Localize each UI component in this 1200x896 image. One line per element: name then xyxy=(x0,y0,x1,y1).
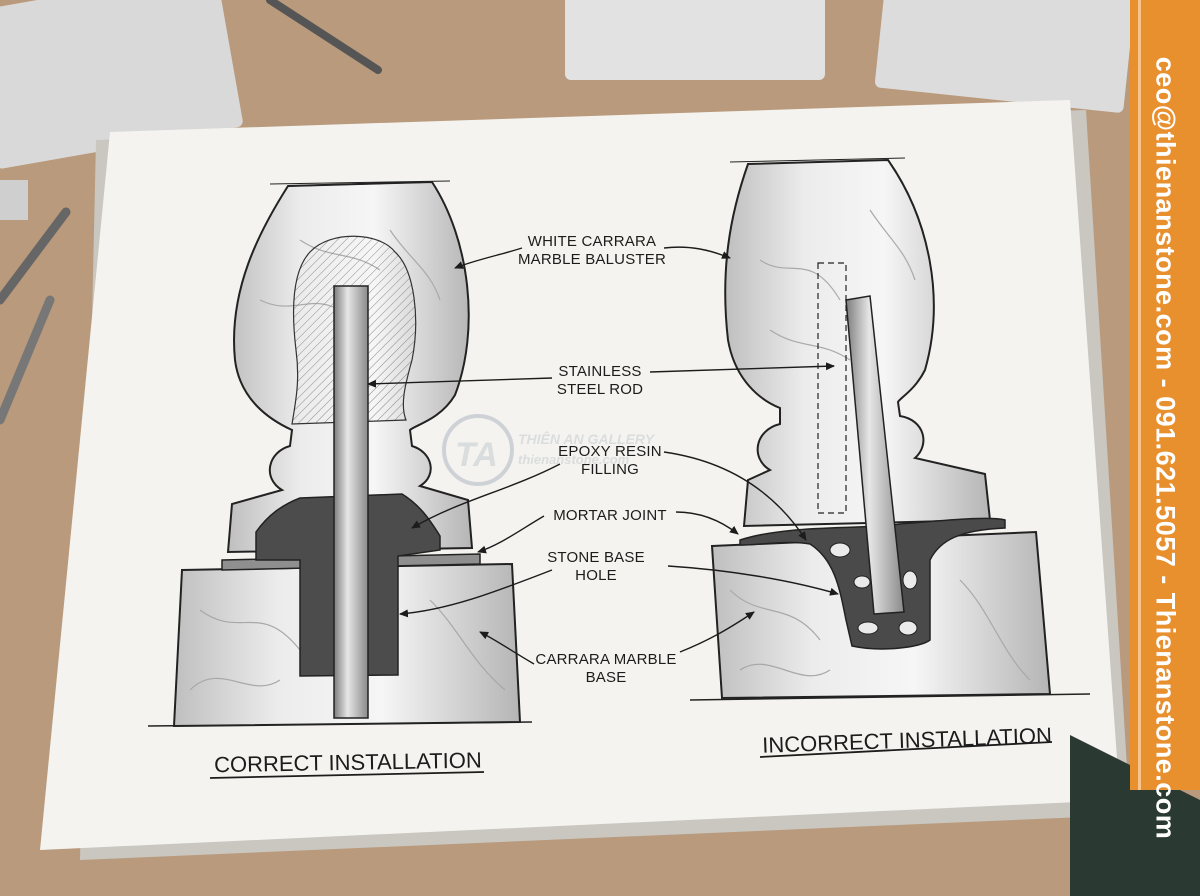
watermark-logo: TA THIÊN AN GALLERY thienanstone.com xyxy=(442,414,656,486)
label-epoxy-line1: EPOXY RESIN xyxy=(558,443,662,460)
stainless-steel-rod xyxy=(333,285,369,719)
watermark-brand: THIÊN AN GALLERY xyxy=(518,430,656,447)
label-base-line1: CARRARA MARBLE xyxy=(535,651,676,668)
contact-banner-text: ceo@thienanstone.com - 091.621.5057 - Th… xyxy=(1150,56,1181,840)
contact-banner: ceo@thienanstone.com - 091.621.5057 - Th… xyxy=(1130,0,1200,896)
pencil xyxy=(0,295,55,425)
brand-corner-shape xyxy=(1070,735,1200,896)
label-hole-line1: STONE BASE xyxy=(547,549,645,566)
label-epoxy-line2: FILLING xyxy=(581,461,639,478)
void-bubble xyxy=(898,620,918,636)
label-rod-line2: STEEL ROD xyxy=(557,381,643,398)
misaligned-steel-rod xyxy=(845,295,905,615)
label-mortar: MORTAR JOINT xyxy=(553,507,667,524)
void-bubble xyxy=(902,570,918,590)
void-bubble xyxy=(853,575,871,589)
void-bubble xyxy=(857,621,879,635)
label-rod-line1: STAINLESS xyxy=(558,363,641,380)
pencil xyxy=(0,207,71,305)
watermark-letters: TA xyxy=(455,436,498,474)
caption-underline xyxy=(209,771,485,779)
correct-installation-drawing xyxy=(147,180,533,728)
pencil xyxy=(266,0,382,74)
marble-sample-tile xyxy=(565,0,825,80)
marble-sample-tile xyxy=(0,0,243,169)
label-base-line2: BASE xyxy=(586,669,627,686)
void-bubble xyxy=(829,542,851,558)
caption-underline xyxy=(759,741,1053,758)
label-baluster-line2: MARBLE BALUSTER xyxy=(518,251,666,268)
label-hole-line2: HOLE xyxy=(575,567,617,584)
watermark-site: thienanstone.com xyxy=(518,452,630,467)
marble-sample-tile xyxy=(874,0,1135,113)
marble-sample-tile xyxy=(0,180,28,220)
incorrect-installation-drawing xyxy=(689,157,1091,701)
banner-accent-stripe xyxy=(1138,0,1141,790)
callout-mortar: MORTAR JOINT xyxy=(477,507,739,554)
label-baluster-line1: WHITE CARRARA xyxy=(528,233,656,250)
contact-banner-background xyxy=(1130,0,1200,790)
intended-rod-position xyxy=(817,262,847,514)
